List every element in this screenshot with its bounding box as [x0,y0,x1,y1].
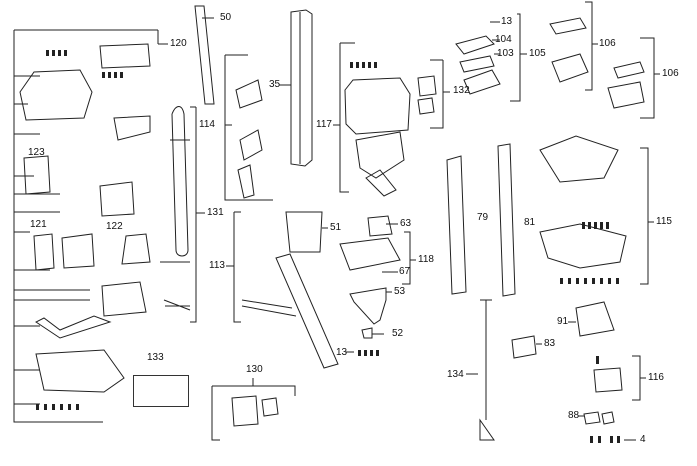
part-label-131: 131 [207,207,224,218]
part-133-box [133,375,189,407]
part-label-4: 4 [640,434,646,445]
part-label-133: 133 [147,352,164,363]
part-label-83: 83 [544,338,556,349]
case-bottom [35,349,125,393]
holder-117 [344,77,411,135]
part-label-50: 50 [220,12,232,23]
part-label-13-lower: 13 [336,347,348,358]
post-35 [290,9,313,167]
part-label-88: 88 [568,410,580,421]
part-label-63: 63 [400,218,412,229]
part-label-52: 52 [392,328,404,339]
part-label-103: 103 [497,48,514,59]
part-label-114: 114 [199,119,215,130]
part-label-132: 132 [453,85,470,96]
part-label-118: 118 [418,254,434,265]
part-label-116: 116 [648,372,664,383]
part-label-79: 79 [477,212,489,223]
part-label-105: 105 [529,48,546,59]
part-label-113: 113 [209,260,225,271]
part-label-51: 51 [330,222,342,233]
rod-113 [275,253,339,369]
part-label-115: 115 [656,216,672,227]
part-label-67: 67 [399,266,411,277]
part-label-134: 134 [447,369,464,380]
mount-118 [339,237,401,271]
part-label-91: 91 [557,316,569,327]
part-label-106-upper: 106 [599,38,616,49]
part-label-117: 117 [316,119,332,130]
part-label-121: 121 [30,219,47,230]
part-label-130: 130 [246,364,263,375]
housing-120 [19,69,93,121]
part-label-123: 123 [28,147,45,158]
part-label-106-lower: 106 [662,68,679,79]
bracket-120 [13,30,103,423]
tube-79 [446,155,467,295]
part-label-13-top: 13 [501,16,513,27]
part-label-122: 122 [106,221,123,232]
part-label-120: 120 [170,38,187,49]
part-label-81: 81 [524,217,536,228]
cable-134 [479,299,495,441]
hub-116 [593,367,623,393]
part-label-53: 53 [394,286,406,297]
tube-81 [497,143,516,297]
tripod-head-115 [539,135,619,183]
part-label-104: 104 [495,34,512,45]
part-label-35: 35 [269,79,281,90]
cup-51 [285,211,323,253]
tube-50 [194,5,215,105]
